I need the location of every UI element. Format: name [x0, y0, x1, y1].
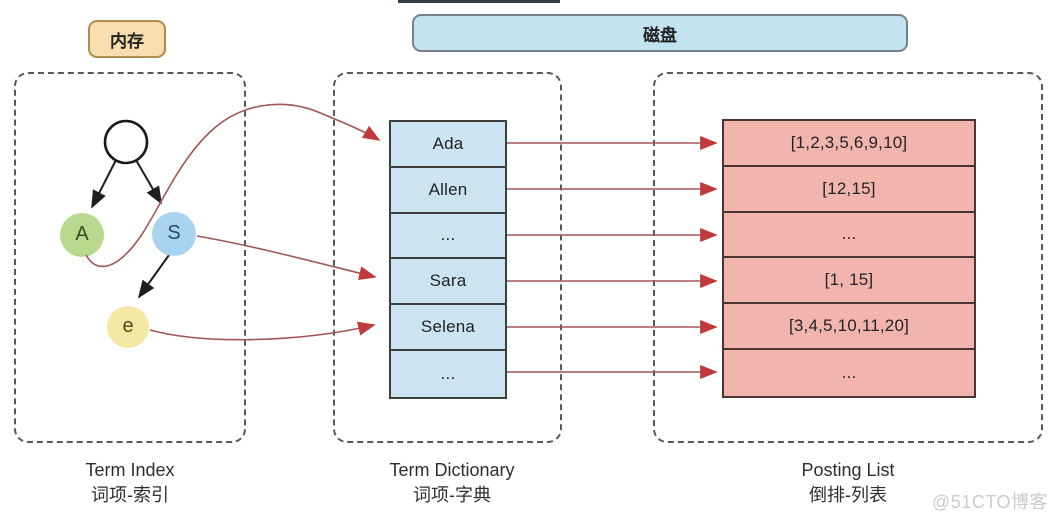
posting-list-row: [3,4,5,10,11,20] [724, 304, 974, 350]
memory-badge: 内存 [88, 20, 166, 58]
disk-badge-label: 磁盘 [643, 25, 677, 45]
posting-list-row: [1, 15] [724, 258, 974, 305]
top-crop-artifact [398, 0, 560, 3]
term-index-caption: Term Index 词项-索引 [30, 458, 230, 508]
term-dictionary-row: Selena [391, 305, 505, 351]
term-index-caption-zh: 词项-索引 [91, 485, 169, 505]
posting-list-row: ... [724, 213, 974, 259]
term-index-panel [14, 72, 246, 443]
term-dictionary-row: ... [391, 214, 505, 260]
posting-list-panel [653, 72, 1043, 443]
term-dictionary-caption: Term Dictionary 词项-字典 [352, 458, 552, 508]
posting-list-table: [1,2,3,5,6,9,10] [12,15] ... [1, 15] [3,… [722, 119, 976, 398]
term-dictionary-caption-en: Term Dictionary [389, 460, 515, 480]
memory-badge-label: 内存 [110, 31, 144, 51]
posting-list-caption-zh: 倒排-列表 [809, 485, 887, 505]
posting-list-caption-en: Posting List [801, 460, 895, 480]
posting-list-row: [12,15] [724, 167, 974, 213]
term-dictionary-row: ... [440, 363, 456, 383]
posting-list-caption: Posting List 倒排-列表 [748, 458, 948, 508]
term-dictionary-row: Ada [391, 122, 505, 168]
term-dictionary-table: Ada Allen ... Sara Selena ... [389, 120, 507, 399]
posting-list-row: ... [841, 362, 857, 382]
watermark: @51CTO博客 [932, 492, 1048, 512]
term-dictionary-row: Allen [391, 168, 505, 214]
term-dictionary-row: Sara [391, 259, 505, 306]
posting-list-row: [1,2,3,5,6,9,10] [724, 121, 974, 167]
disk-badge: 磁盘 [412, 14, 908, 52]
term-index-caption-en: Term Index [85, 460, 175, 480]
term-dictionary-caption-zh: 词项-字典 [413, 485, 491, 505]
